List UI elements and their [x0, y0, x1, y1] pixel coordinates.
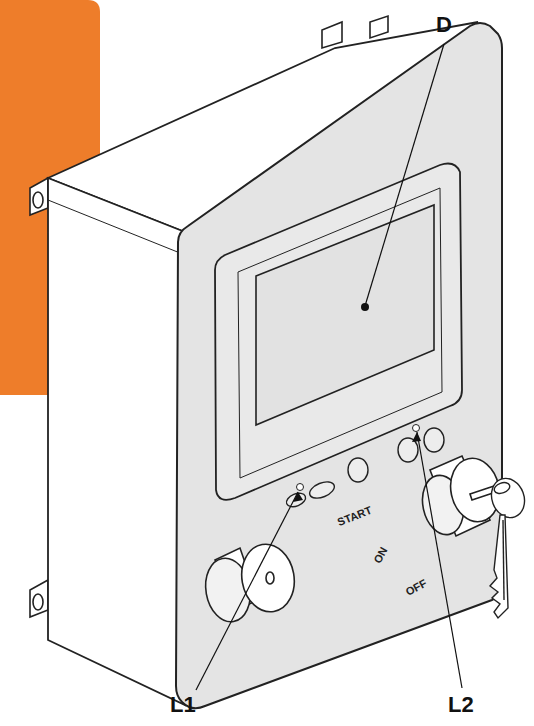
callout-letter: L2	[448, 694, 474, 716]
leader-line	[196, 44, 462, 690]
box-edge	[48, 200, 185, 255]
led-indicator	[297, 484, 304, 491]
display-button	[284, 428, 444, 509]
display-screen	[256, 205, 434, 425]
box-side-face	[48, 178, 185, 705]
callout-letter: D	[436, 14, 452, 36]
leader-arrowhead	[412, 432, 421, 442]
leader-arrowhead	[293, 492, 303, 502]
led-indicator	[413, 425, 420, 432]
leader-dot	[361, 303, 369, 311]
display-bezel-inner	[238, 188, 442, 478]
callout-letter: L1	[170, 694, 196, 716]
mushroom-button	[201, 540, 300, 625]
key	[486, 474, 530, 618]
display-bezel	[215, 164, 462, 500]
front-plate	[176, 23, 502, 708]
